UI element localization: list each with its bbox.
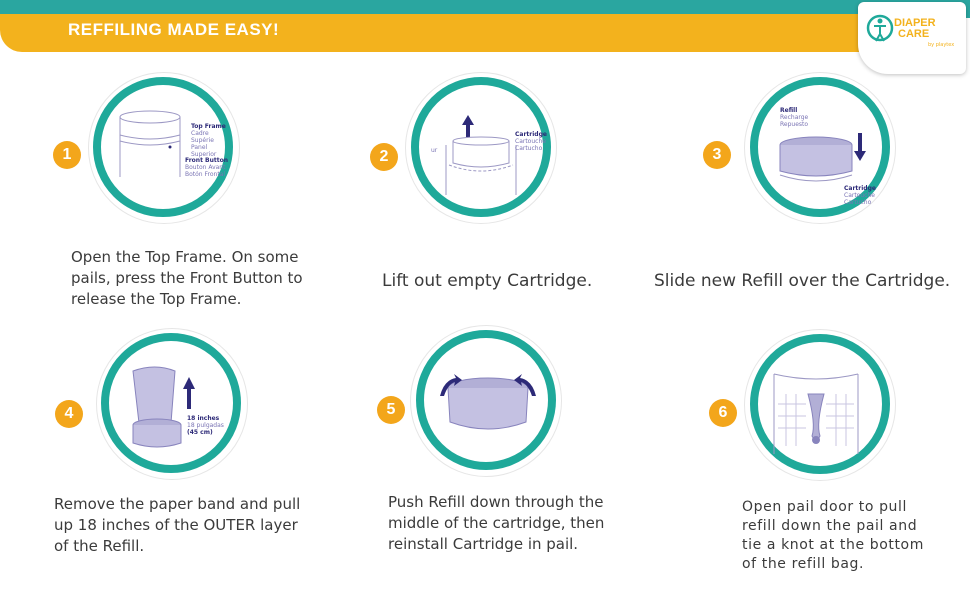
step-6-text: Open pail door to pull refill down the p… — [742, 499, 924, 572]
step-3-outer-ring — [744, 72, 896, 224]
step-2-outer-ring — [405, 72, 557, 224]
pull-refill-icon — [132, 366, 195, 448]
page-title: REFFILING MADE EASY! — [68, 20, 280, 39]
header-teal-band — [0, 0, 970, 18]
brand-logo[interactable]: DIAPER CARE by playtex — [858, 2, 966, 74]
brand-logo-sub: by playtex — [928, 42, 955, 48]
step-4-illustration: 18 inches 18 pulgadas (45 cm) — [101, 333, 241, 473]
step-1-illustration: Top Frame Cadre Supérie Panel Superior F… — [93, 77, 233, 217]
step-2-badge: 2 — [370, 143, 398, 171]
step-6-outer-ring — [744, 329, 896, 481]
step-1-ring — [93, 77, 233, 217]
pail-top-frame-icon — [119, 110, 181, 177]
step-1-text: Open the Top Frame. On some pails, press… — [71, 248, 303, 308]
step-3-label-cartridge: Cartridge Cartouche Cartucho — [844, 185, 876, 206]
step-1-label-top-frame: Top Frame Cadre Supérie Panel Superior — [191, 123, 226, 158]
step-6-badge: 6 — [709, 399, 737, 427]
step-1-label-front-button: Front Button Bouton Avant Botón Frontal — [185, 157, 228, 178]
step-5-badge: 5 — [377, 396, 405, 424]
slide-refill-icon — [779, 133, 866, 182]
step-6-illustration — [750, 334, 890, 474]
step-1-outer-ring — [88, 72, 240, 224]
person-logo-icon — [866, 14, 894, 42]
step-5-outer-ring — [410, 325, 562, 477]
tie-knot-icon — [773, 373, 859, 454]
step-5-text: Push Refill down through the middle of t… — [388, 493, 605, 553]
header-bar — [0, 14, 905, 52]
step-2-ring — [411, 77, 551, 217]
lift-cartridge-icon — [445, 115, 517, 195]
step-3-illustration: Refill Recharge Repuesto Cartridge Carto… — [750, 77, 890, 217]
step-2-text: Lift out empty Cartridge. — [382, 271, 593, 291]
brand-logo-text: DIAPER CARE — [894, 17, 936, 40]
step-4-badge: 4 — [55, 400, 83, 428]
step-5-illustration — [416, 330, 556, 470]
step-2-illustration: ur Cartridge Cartouche Cartucho — [411, 77, 551, 217]
step-3-badge: 3 — [703, 141, 731, 169]
step-4-label-length: 18 inches 18 pulgadas (45 cm) — [187, 415, 224, 436]
push-refill-icon — [440, 374, 536, 430]
step-4-outer-ring — [96, 328, 248, 480]
step-2-label-cartridge: Cartridge Cartouche Cartucho — [515, 131, 547, 152]
step-3-label-refill: Refill Recharge Repuesto — [780, 107, 809, 128]
step-3-text: Slide new Refill over the Cartridge. — [654, 271, 951, 291]
step-2-edge-label: ur — [431, 147, 438, 154]
step-4-text: Remove the paper band and pull up 18 inc… — [54, 495, 301, 555]
step-1-badge: 1 — [53, 141, 81, 169]
